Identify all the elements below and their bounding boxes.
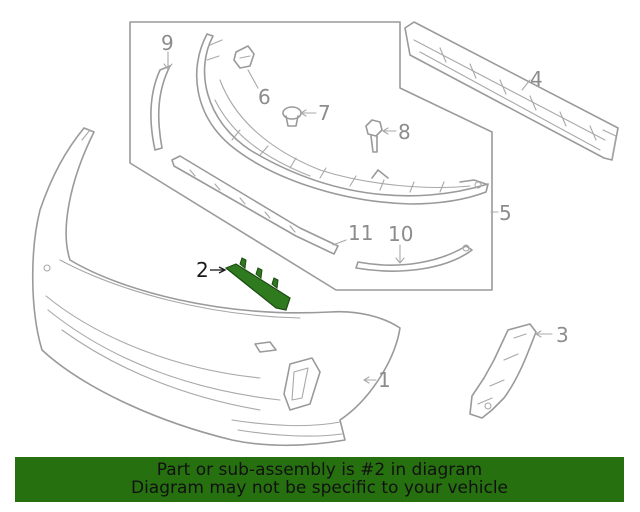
parts-diagram: 1 2 3 4 5 6 7 8 9 10 11	[31, 21, 619, 447]
part-10-bottom-strip	[355, 244, 473, 272]
part-8-bolt	[365, 119, 397, 153]
callout-3: 3	[556, 323, 569, 347]
callout-2: 2	[196, 258, 209, 282]
part-1-bumper-cover	[31, 127, 401, 447]
callout-4: 4	[530, 67, 543, 91]
callout-11: 11	[348, 221, 373, 245]
part-9-bracket	[150, 65, 171, 151]
part-3-side-bracket	[469, 323, 537, 419]
callout-7: 7	[318, 101, 331, 125]
assembly-5-outline	[129, 21, 493, 291]
part-6-clip	[233, 45, 259, 89]
part-2-bracket-highlighted	[224, 257, 291, 311]
callout-9: 9	[161, 31, 174, 55]
part-11-lower-strip	[171, 155, 339, 255]
banner-line-2: Diagram may not be specific to your vehi…	[130, 478, 508, 498]
callout-1: 1	[378, 368, 391, 392]
callout-8: 8	[398, 120, 411, 144]
callout-5: 5	[499, 201, 512, 225]
part-2-shape	[224, 263, 291, 311]
leader-lines	[163, 51, 553, 384]
info-banner: Part or sub-assembly is #2 in diagram Di…	[15, 457, 624, 502]
part-7-push-pin	[282, 106, 317, 127]
callout-10: 10	[388, 222, 413, 246]
banner-line-1: Part or sub-assembly is #2 in diagram	[156, 460, 483, 480]
part-4-reinforcement-beam	[404, 21, 619, 161]
callout-6: 6	[258, 85, 271, 109]
part-5-upper-retainer	[195, 33, 489, 205]
